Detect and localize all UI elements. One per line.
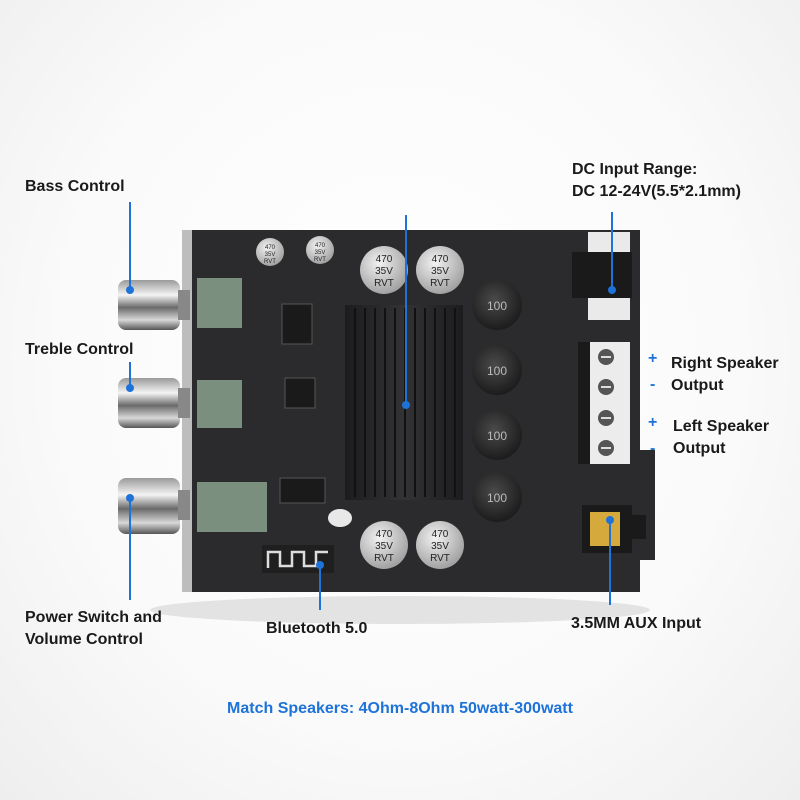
svg-text:RVT: RVT bbox=[374, 553, 394, 564]
aux-input-label: 3.5MM AUX Input bbox=[571, 615, 702, 632]
inductor-1: 100 bbox=[472, 280, 522, 330]
dc-power-jack[interactable] bbox=[572, 232, 632, 320]
bass-knob[interactable] bbox=[118, 280, 190, 330]
crystal-oscillator bbox=[328, 509, 352, 527]
capacitor-top-right: 470 35V RVT bbox=[416, 246, 464, 294]
pointer-lines bbox=[126, 202, 616, 610]
pot-treble-body bbox=[197, 380, 242, 428]
svg-text:RVT: RVT bbox=[430, 278, 450, 289]
small-capacitor-1: 470 35V RVT bbox=[256, 238, 284, 266]
pot-volume-body bbox=[197, 482, 267, 532]
svg-text:RVT: RVT bbox=[430, 553, 450, 564]
speaker-terminal-block[interactable] bbox=[578, 342, 630, 464]
inductor-4: 100 bbox=[472, 472, 522, 522]
inductor-2: 100 bbox=[472, 345, 522, 395]
dc-input-label-line2: DC 12-24V(5.5*2.1mm) bbox=[572, 183, 741, 200]
svg-text:470: 470 bbox=[265, 245, 276, 251]
svg-text:RVT: RVT bbox=[314, 257, 326, 263]
right-minus-symbol: - bbox=[650, 376, 656, 393]
svg-text:35V: 35V bbox=[315, 250, 326, 256]
power-volume-label-line2: Volume Control bbox=[25, 631, 143, 648]
svg-text:470: 470 bbox=[432, 529, 449, 540]
right-speaker-label-line2: Output bbox=[671, 377, 724, 394]
ic-chip-1 bbox=[281, 303, 313, 345]
svg-text:100: 100 bbox=[487, 299, 507, 313]
svg-text:35V: 35V bbox=[265, 252, 276, 258]
bluetooth-label: Bluetooth 5.0 bbox=[266, 620, 368, 637]
svg-text:35V: 35V bbox=[375, 541, 393, 552]
aux-audio-jack[interactable] bbox=[582, 505, 646, 553]
capacitor-bottom-left: 470 35V RVT bbox=[360, 521, 408, 569]
right-speaker-label-line1: Right Speaker bbox=[671, 355, 779, 372]
svg-text:100: 100 bbox=[487, 364, 507, 378]
treble-control-label: Treble Control bbox=[25, 341, 134, 358]
dc-input-label-line1: DC Input Range: bbox=[572, 161, 698, 178]
svg-text:RVT: RVT bbox=[374, 278, 394, 289]
left-minus-symbol: - bbox=[650, 440, 656, 457]
small-capacitor-2: 470 35V RVT bbox=[306, 236, 334, 264]
bluetooth-antenna bbox=[262, 545, 334, 573]
treble-knob[interactable] bbox=[118, 378, 190, 428]
svg-text:35V: 35V bbox=[431, 541, 449, 552]
right-plus-symbol: + bbox=[648, 350, 658, 367]
pot-bass-body bbox=[197, 278, 242, 328]
ic-chip-3 bbox=[279, 477, 326, 504]
svg-text:RVT: RVT bbox=[264, 259, 276, 265]
svg-text:470: 470 bbox=[432, 254, 449, 265]
board-shadow bbox=[150, 596, 650, 624]
power-volume-label-line1: Power Switch and bbox=[25, 609, 162, 626]
capacitor-top-left: 470 35V RVT bbox=[360, 246, 408, 294]
svg-text:100: 100 bbox=[487, 429, 507, 443]
left-speaker-label-line1: Left Speaker bbox=[673, 418, 770, 435]
ic-chip-2 bbox=[284, 377, 316, 409]
svg-text:470: 470 bbox=[376, 529, 393, 540]
left-speaker-label-line2: Output bbox=[673, 440, 726, 457]
svg-text:100: 100 bbox=[487, 491, 507, 505]
volume-knob[interactable] bbox=[118, 478, 190, 534]
svg-text:470: 470 bbox=[376, 254, 393, 265]
inductor-3: 100 bbox=[472, 410, 522, 460]
match-speakers-footer: Match Speakers: 4Ohm-8Ohm 50watt-300watt bbox=[227, 700, 573, 717]
svg-text:35V: 35V bbox=[375, 266, 393, 277]
bass-control-label: Bass Control bbox=[25, 178, 125, 195]
svg-text:35V: 35V bbox=[431, 266, 449, 277]
svg-text:470: 470 bbox=[315, 243, 326, 249]
capacitor-bottom-right: 470 35V RVT bbox=[416, 521, 464, 569]
left-plus-symbol: + bbox=[648, 414, 658, 431]
